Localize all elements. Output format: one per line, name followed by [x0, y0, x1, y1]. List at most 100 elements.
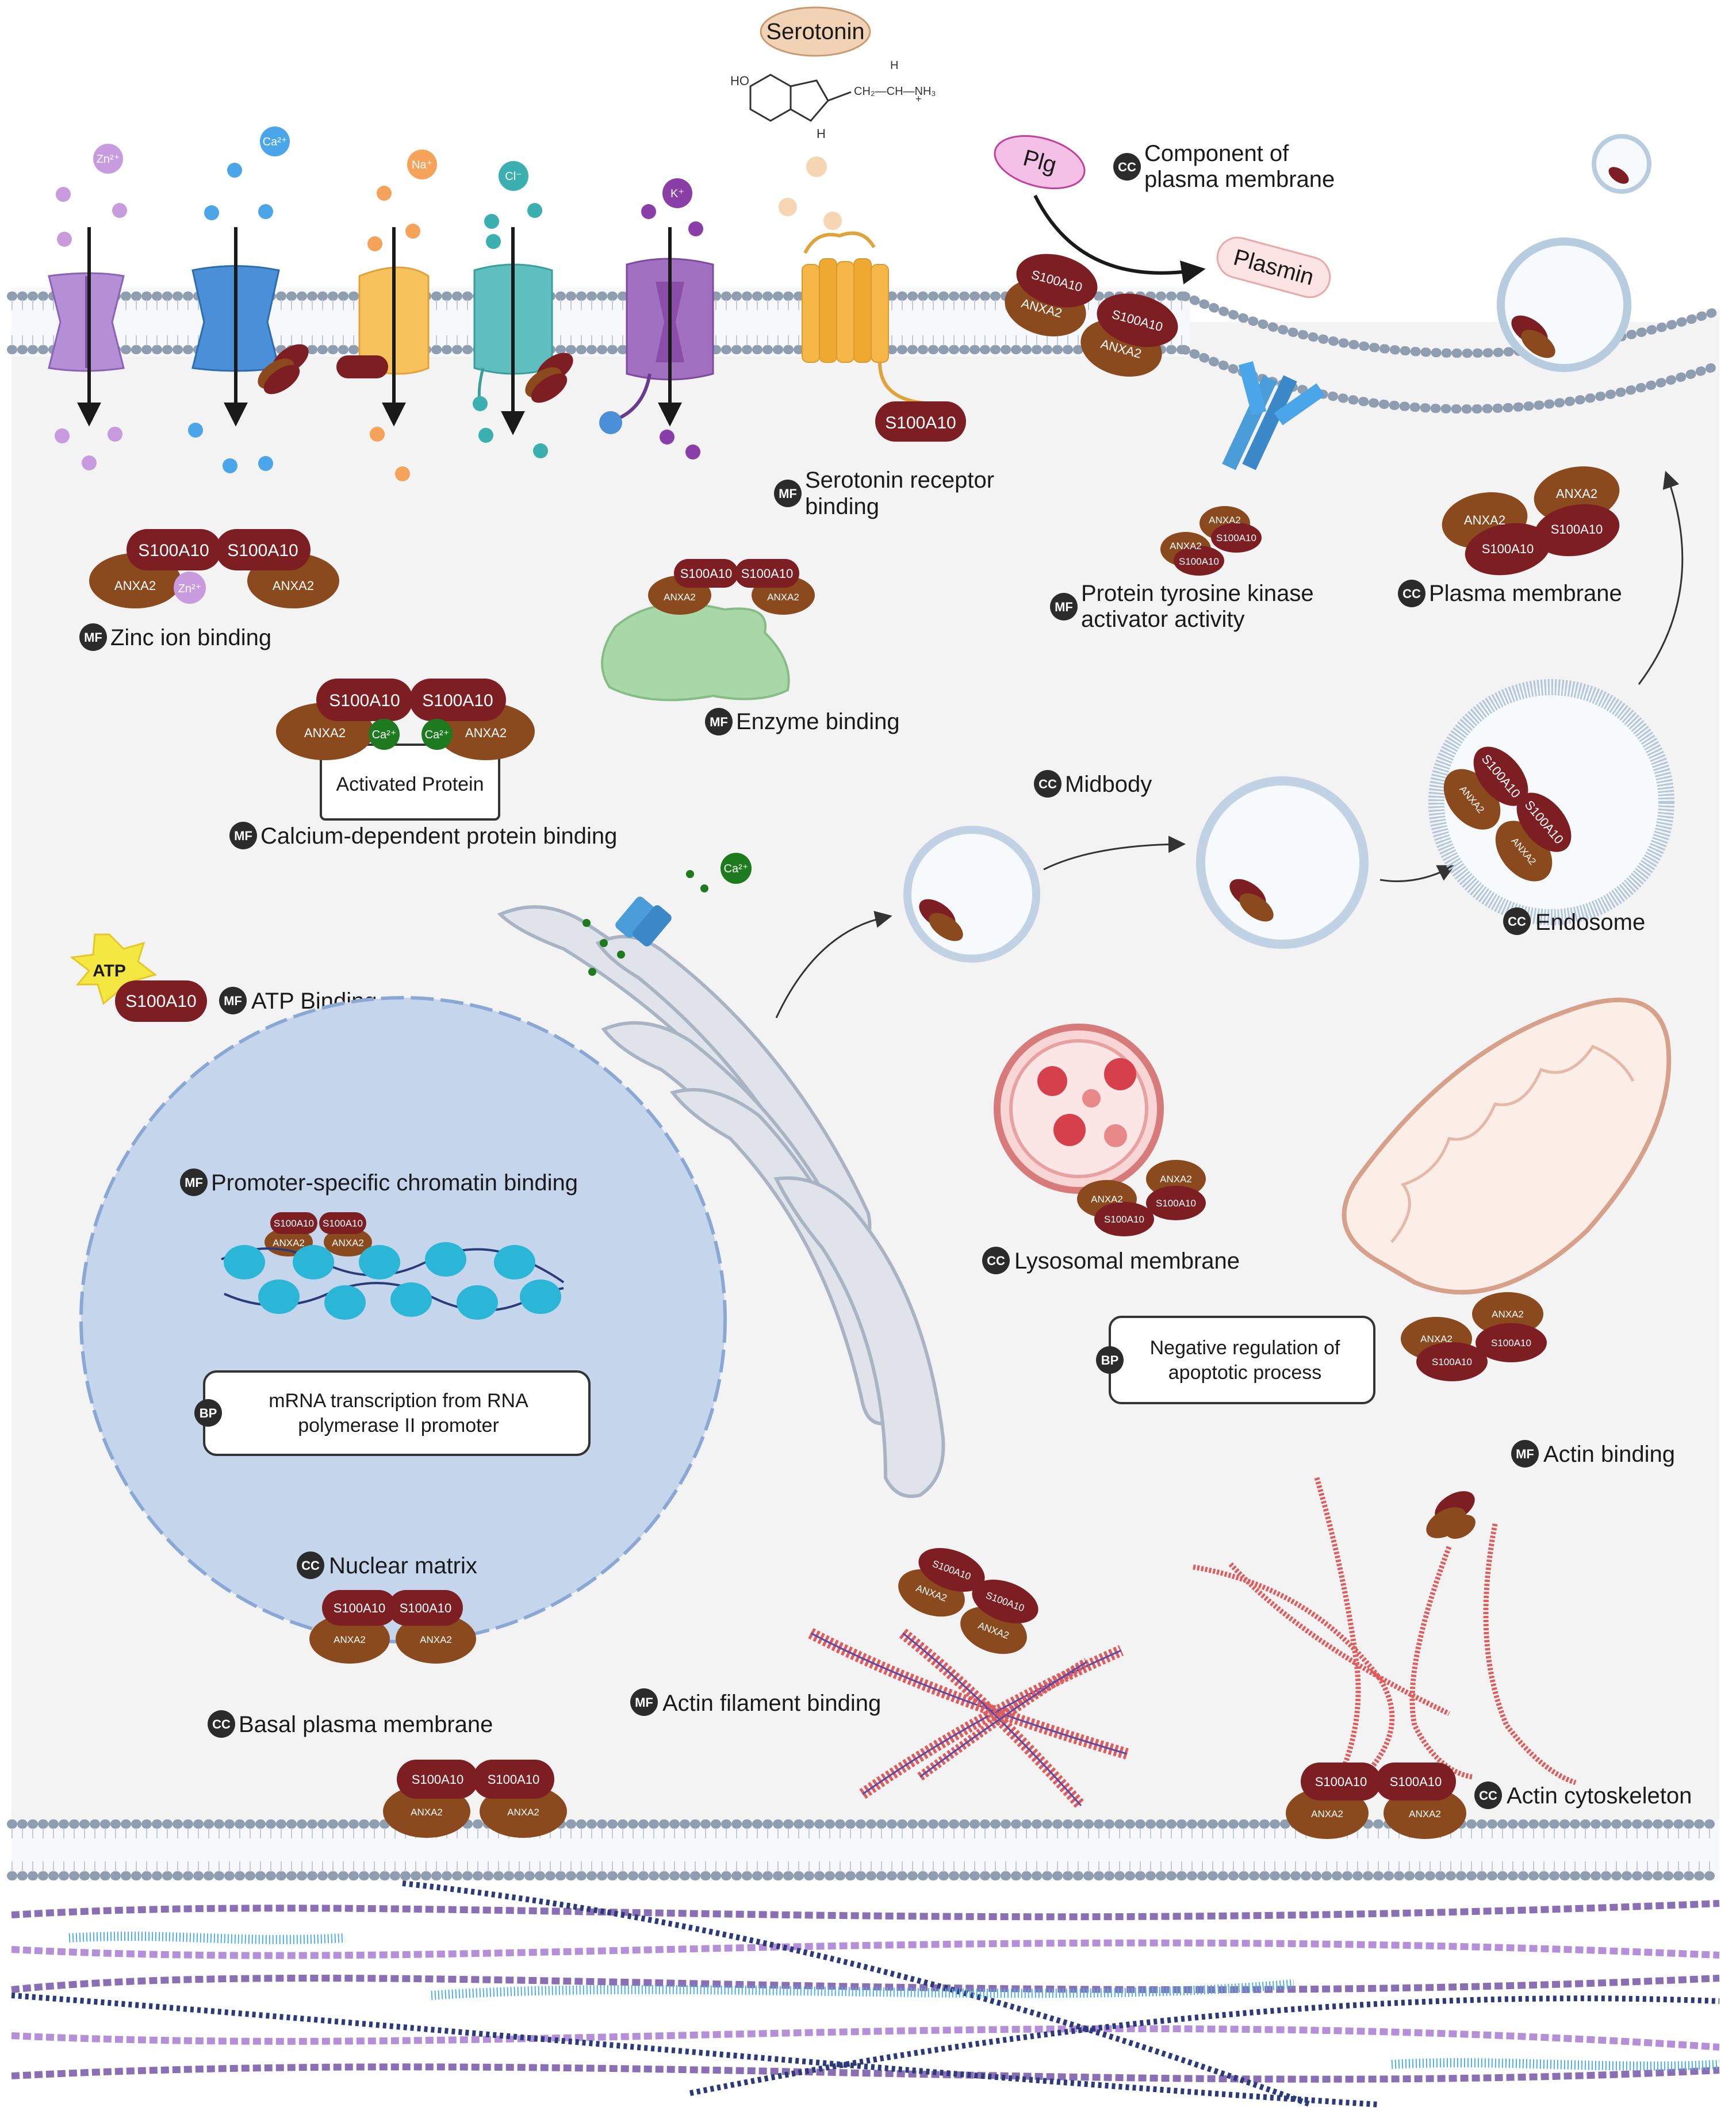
calcium-ions — [188, 163, 273, 473]
zinc-ion-label: Zn²⁺ — [93, 144, 123, 174]
atp-binding-group: ATP S100A10 MF ATP Binding — [70, 933, 377, 1022]
svg-text:CC: CC — [1038, 777, 1057, 791]
plasmin: Plasmin — [1216, 236, 1331, 298]
promoter-chromatin-label: MF Promoter-specific chromatin binding — [180, 1168, 578, 1196]
svg-text:CC: CC — [301, 1558, 320, 1573]
golgi-calcium-channel: Ca²⁺ — [583, 853, 752, 976]
lysosomal-membrane-label: CC Lysosomal membrane — [982, 1247, 1240, 1274]
svg-text:Promoter-specific chromatin bi: Promoter-specific chromatin binding — [211, 1170, 578, 1196]
svg-text:MF: MF — [234, 829, 252, 843]
svg-text:MF: MF — [224, 994, 242, 1008]
medium-vesicle-top — [1497, 237, 1631, 372]
svg-text:MF: MF — [635, 1695, 653, 1710]
svg-text:S100A10: S100A10 — [138, 541, 209, 560]
actin-cytoskeleton-tetramer: S100A10 S100A10 ANXA2 ANXA2 — [1286, 1763, 1466, 1839]
zinc-binding-tetramer: S100A10 S100A10 ANXA2 ANXA2 Zn²⁺ — [89, 529, 339, 608]
svg-text:Actin binding: Actin binding — [1543, 1442, 1675, 1467]
component-of-plasma-membrane-label: CC Component of plasma membrane — [1113, 141, 1335, 192]
svg-text:ANXA2: ANXA2 — [1170, 541, 1202, 551]
svg-text:CC: CC — [1118, 160, 1136, 174]
svg-text:S100A10: S100A10 — [323, 1218, 363, 1229]
svg-text:ANXA2: ANXA2 — [465, 726, 507, 740]
svg-text:S100A10: S100A10 — [1551, 522, 1603, 537]
actin-cytoskeleton-label: CC Actin cytoskeleton — [1474, 1781, 1692, 1809]
enzyme-binding-label: MF Enzyme binding — [705, 708, 900, 735]
negative-regulation-box: BP Negative regulation of apoptotic proc… — [1096, 1316, 1375, 1404]
svg-text:S100A10: S100A10 — [1104, 1214, 1144, 1225]
actin-binding-dimer — [1426, 1491, 1476, 1539]
svg-text:MF: MF — [1516, 1447, 1534, 1461]
svg-text:Actin cytoskeleton: Actin cytoskeleton — [1507, 1783, 1692, 1809]
midbody-vesicle-2 — [1196, 776, 1369, 949]
plasma-membrane-label: CC Plasma membrane — [1398, 580, 1622, 607]
svg-text:H: H — [817, 127, 826, 141]
extracellular-matrix — [11, 1880, 1720, 2108]
svg-text:Component of: Component of — [1144, 141, 1289, 166]
svg-text:ANXA2: ANXA2 — [332, 1238, 364, 1248]
svg-text:ANXA2: ANXA2 — [1492, 1309, 1524, 1320]
svg-text:Protein tyrosine kinase: Protein tyrosine kinase — [1081, 581, 1314, 606]
svg-text:MF: MF — [779, 486, 797, 501]
midbody-vesicle-1 — [903, 826, 1040, 963]
svg-text:ANXA2: ANXA2 — [1409, 1809, 1441, 1819]
mitochondrion-tetramer: ANXA2 S100A10 ANXA2 S100A10 — [1401, 1292, 1547, 1381]
svg-text:S100A10: S100A10 — [1482, 542, 1534, 556]
sodium-ions — [367, 186, 420, 481]
svg-text:ATP: ATP — [93, 961, 126, 980]
svg-text:Zinc ion binding: Zinc ion binding — [110, 625, 271, 650]
svg-text:MF: MF — [84, 630, 102, 645]
midbody-arrow-1 — [1043, 836, 1186, 871]
svg-text:Plasma membrane: Plasma membrane — [1429, 581, 1622, 606]
svg-text:S100A10: S100A10 — [227, 541, 298, 560]
svg-text:ANXA2: ANXA2 — [273, 578, 314, 593]
svg-text:activator activity: activator activity — [1081, 607, 1245, 632]
svg-text:S100A10: S100A10 — [741, 566, 794, 581]
serotonin-molecule: Serotonin HO H CH₂—CH—NH₃ H + — [730, 6, 936, 141]
svg-text:ANXA2: ANXA2 — [1209, 515, 1241, 526]
nuclear-matrix-tetramer: S100A10 S100A10 ANXA2 ANXA2 — [309, 1590, 476, 1664]
svg-text:Activated Protein: Activated Protein — [336, 773, 484, 795]
svg-text:S100A10: S100A10 — [400, 1601, 452, 1615]
svg-text:ANXA2: ANXA2 — [1311, 1809, 1343, 1819]
s100-anxa2-tetramer-plasmin: S100A10 ANXA2 S100A10 ANXA2 — [1005, 254, 1178, 377]
actin-filament-tetramer: S100A10 ANXA2 S100A10 ANXA2 — [898, 1548, 1038, 1654]
mrna-transcription-box: BP mRNA transcription from RNA polymeras… — [194, 1370, 591, 1456]
svg-text:ANXA2: ANXA2 — [334, 1634, 366, 1645]
svg-text:K⁺: K⁺ — [670, 187, 684, 200]
svg-text:Negative regulation of: Negative regulation of — [1150, 1337, 1340, 1359]
svg-text:ANXA2: ANXA2 — [1091, 1194, 1123, 1205]
svg-text:ANXA2: ANXA2 — [1160, 1174, 1192, 1185]
small-vesicle-top — [1592, 134, 1651, 194]
zinc-ions — [55, 187, 127, 470]
svg-text:HO: HO — [730, 74, 749, 88]
svg-text:S100A10: S100A10 — [334, 1601, 386, 1615]
midbody-arrow-2 — [1379, 865, 1455, 882]
svg-text:Na⁺: Na⁺ — [412, 159, 432, 171]
svg-text:S100A10: S100A10 — [1390, 1775, 1442, 1789]
svg-text:mRNA transcription from RNA: mRNA transcription from RNA — [269, 1390, 528, 1412]
svg-text:CC: CC — [987, 1254, 1005, 1268]
endosome-to-membrane-arrow — [1638, 470, 1684, 685]
svg-text:S100A10: S100A10 — [412, 1772, 464, 1787]
serotonin-particles — [779, 156, 842, 230]
svg-text:binding: binding — [805, 494, 879, 519]
svg-text:S100A10: S100A10 — [1315, 1775, 1367, 1789]
svg-text:apoptotic process: apoptotic process — [1168, 1362, 1322, 1384]
basal-pm-label: CC Basal plasma membrane — [208, 1710, 493, 1738]
svg-text:Midbody: Midbody — [1065, 772, 1152, 797]
potassium-ions — [641, 204, 703, 459]
svg-text:CC: CC — [1479, 1788, 1497, 1803]
tyrosine-kinase-receptor — [1222, 361, 1325, 470]
svg-text:polymerase II promoter: polymerase II promoter — [298, 1415, 499, 1436]
enzyme-binding-tetramer: S100A10 S100A10 ANXA2 ANXA2 — [648, 559, 815, 615]
svg-text:S100A10: S100A10 — [488, 1772, 540, 1787]
mitochondrion — [1342, 997, 1672, 1295]
actin-binding-label: MF Actin binding — [1511, 1440, 1675, 1468]
s100-anxa2-tetramer-plasma-membrane: ANXA2 S100A10 ANXA2 S100A10 — [1442, 466, 1620, 576]
svg-text:Ca²⁺: Ca²⁺ — [724, 863, 749, 875]
svg-text:H: H — [890, 59, 898, 72]
svg-text:ANXA2: ANXA2 — [273, 1238, 305, 1248]
svg-text:ANXA2: ANXA2 — [1420, 1334, 1453, 1344]
lysosome — [994, 1024, 1164, 1194]
